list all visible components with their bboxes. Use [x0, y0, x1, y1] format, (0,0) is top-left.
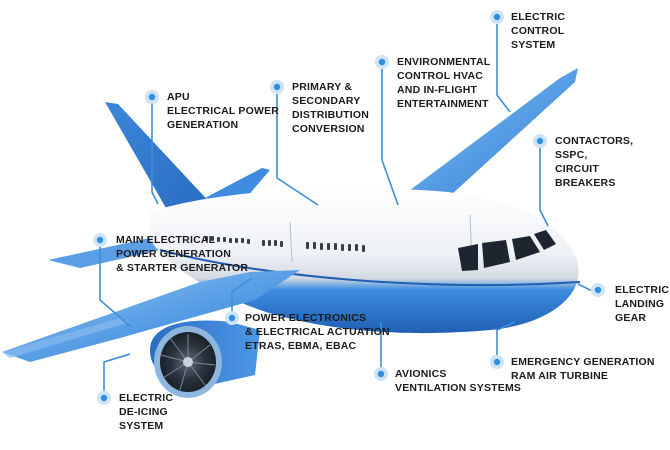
target-dot-icon [97, 391, 111, 405]
callout-line: APU [167, 91, 190, 103]
target-dot-icon [225, 311, 239, 325]
left-wing [2, 270, 300, 362]
callout-electric-control-system: ELECTRIC CONTROL SYSTEM [511, 10, 565, 52]
cheatline-stripe [159, 249, 581, 286]
callout-power-electronics: POWER ELECTRONICS & ELECTRICAL ACTUATION… [245, 311, 390, 353]
callout-electric-landing-gear: ELECTRIC LANDING GEAR [615, 283, 669, 325]
callout-line: PRIMARY & [292, 81, 353, 93]
right-wing [390, 68, 578, 205]
leader-lines [99, 17, 598, 398]
target-dot-icon [145, 90, 159, 104]
callout-line: ELECTRIC [511, 11, 566, 23]
left-wing-surface [2, 270, 300, 362]
leader-environmental [381, 62, 399, 206]
callout-line: ETRAS, EBMA, EBAC [245, 340, 357, 352]
leader-contactors [539, 141, 549, 227]
callout-line: CIRCUIT [555, 163, 599, 175]
callout-line: DISTRIBUTION [292, 109, 370, 121]
cockpit-windows [458, 230, 556, 271]
callout-line: GEAR [615, 312, 647, 324]
callout-main-electrical-power: MAIN ELECTRICAL POWER GENERATION & START… [116, 233, 248, 275]
callout-line: EMERGENCY GENERATION [511, 356, 655, 368]
callout-line: LANDING [615, 298, 665, 310]
engine-spinner [183, 357, 193, 367]
leader-apu [151, 97, 159, 205]
callout-line: POWER ELECTRONICS [245, 312, 367, 324]
target-dot-icon [93, 233, 107, 247]
callout-primary-secondary-distribution: PRIMARY & SECONDARY DISTRIBUTION CONVERS… [292, 80, 369, 136]
target-dot-icon [374, 367, 388, 381]
target-dot-icon [533, 134, 547, 148]
callout-line: SECONDARY [292, 95, 361, 107]
callout-line: ELECTRIC [119, 392, 174, 404]
callout-line: GENERATION [167, 119, 239, 131]
callout-line: SYSTEM [119, 420, 164, 432]
leader-electric-control [496, 17, 511, 113]
callout-line: AND IN-FLIGHT [397, 84, 478, 96]
callout-environmental-control: ENVIRONMENTAL CONTROL HVAC AND IN-FLIGHT… [397, 55, 490, 111]
callout-line: CONTACTORS, [555, 135, 634, 147]
leader-power-electronics [231, 277, 253, 318]
leader-primary-secondary [276, 87, 319, 206]
callout-line: ELECTRICAL POWER [167, 105, 280, 117]
callout-line: SSPC, [555, 149, 588, 161]
cabin-windows [205, 236, 365, 252]
callout-line: SYSTEM [511, 39, 556, 51]
horizontal-stabilizer-far [205, 168, 270, 205]
callout-line: AVIONICS [395, 368, 447, 380]
target-dot-icon [270, 80, 284, 94]
callout-dots [93, 10, 605, 405]
callout-line: RAM AIR TURBINE [511, 370, 609, 382]
leader-deicing [103, 353, 131, 398]
callout-line: CONVERSION [292, 123, 365, 135]
target-dot-icon [591, 283, 605, 297]
callout-line: & ELECTRICAL ACTUATION [245, 326, 390, 338]
target-dot-icon [490, 355, 504, 369]
callout-line: MAIN ELECTRICAL [116, 234, 216, 246]
engine [150, 320, 260, 398]
callout-line: ELECTRIC [615, 284, 670, 296]
callout-contactors-sspc-breakers: CONTACTORS, SSPC, CIRCUIT BREAKERS [555, 134, 633, 190]
horizontal-stabilizer-near [48, 238, 170, 268]
leader-main-electrical [99, 240, 131, 327]
leader-emergency [496, 321, 516, 362]
callout-apu-electrical-power: APU ELECTRICAL POWER GENERATION [167, 90, 279, 132]
callout-emergency-generation: EMERGENCY GENERATION RAM AIR TURBINE [511, 355, 655, 383]
callout-line: & STARTER GENERATOR [116, 262, 249, 274]
callout-line: DE-ICING [119, 406, 168, 418]
callout-line: BREAKERS [555, 177, 616, 189]
vertical-stabilizer [105, 102, 215, 215]
callout-line: CONTROL [511, 25, 565, 37]
wing-highlight [2, 318, 130, 358]
callout-avionics-ventilation: AVIONICS VENTILATION SYSTEMS [395, 367, 521, 395]
callout-line: CONTROL HVAC [397, 70, 484, 82]
callout-line: ENVIRONMENTAL [397, 56, 491, 68]
target-dot-icon [490, 10, 504, 24]
target-dot-icon [375, 55, 389, 69]
door-outline-rear [289, 221, 293, 263]
callout-line: ENTERTAINMENT [397, 98, 489, 110]
right-wing-surface [390, 68, 578, 205]
callout-electric-deicing: ELECTRIC DE-ICING SYSTEM [119, 391, 173, 433]
callout-line: VENTILATION SYSTEMS [395, 382, 522, 394]
tail [48, 102, 270, 268]
callout-line: POWER GENERATION [116, 248, 232, 260]
